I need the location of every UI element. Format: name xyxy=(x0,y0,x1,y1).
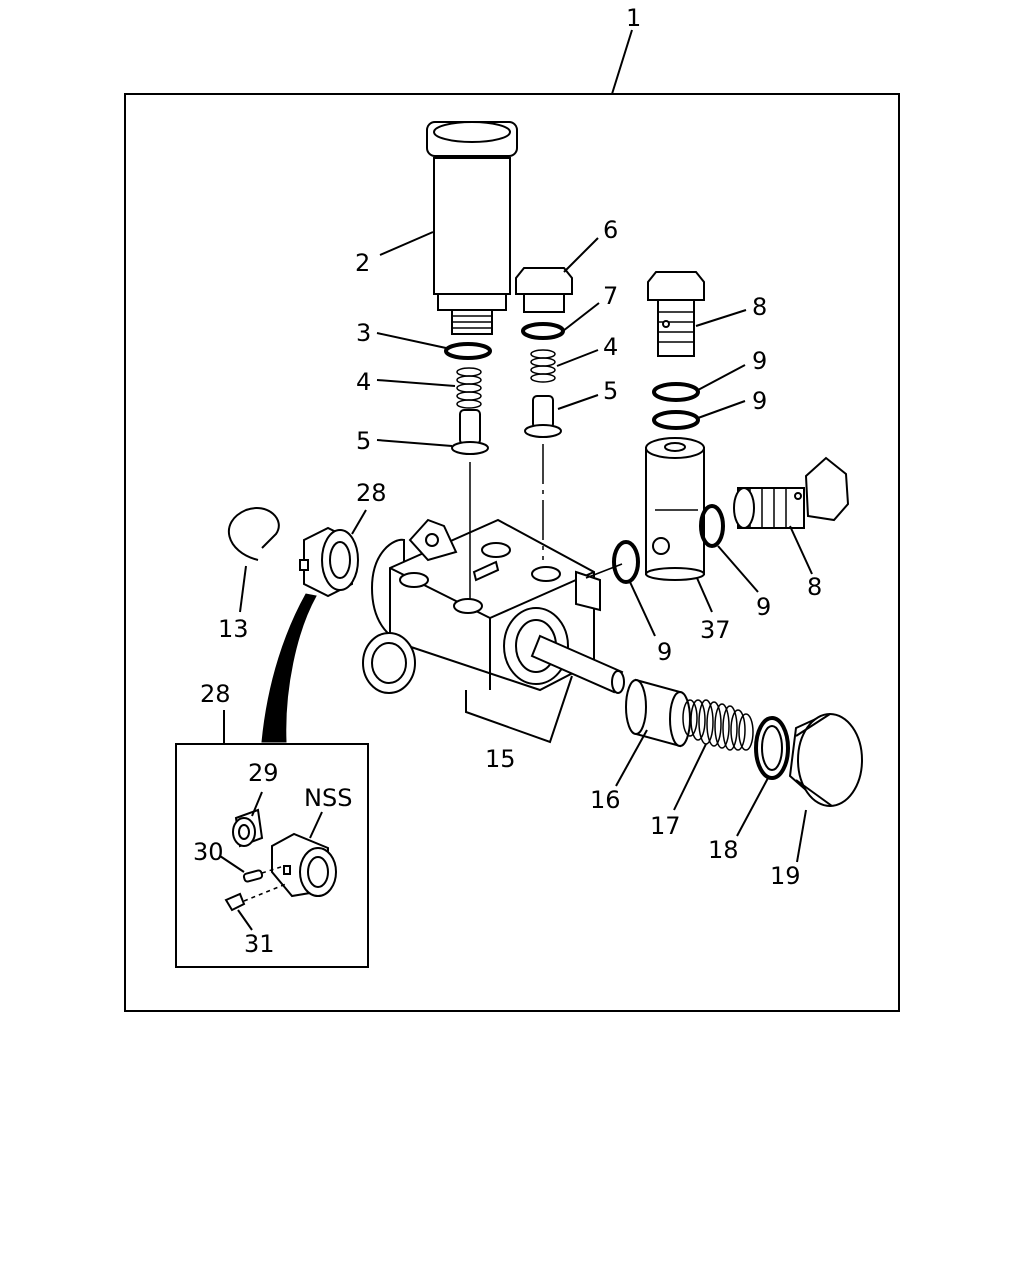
callout-13: 13 xyxy=(218,615,249,643)
callout-nss: NSS xyxy=(304,784,352,812)
cap-nut-part-19 xyxy=(788,713,863,807)
assembly-frame xyxy=(124,93,900,1012)
spring-part-4-left xyxy=(456,367,482,409)
spring-part-4-right xyxy=(530,349,556,383)
filter-bowl-part-2 xyxy=(426,121,518,335)
washer-part-9-b xyxy=(652,410,700,430)
valve-part-5-left xyxy=(451,409,489,455)
spring-part-17 xyxy=(682,699,754,751)
pin-part-30 xyxy=(242,869,264,883)
plunger-rod-part-15 xyxy=(530,634,625,694)
o-ring-part-3 xyxy=(444,342,492,360)
callout-3: 3 xyxy=(356,319,371,347)
washer-part-9-d xyxy=(612,540,640,584)
gasket-part-18 xyxy=(754,716,790,780)
callout-37: 37 xyxy=(700,616,731,644)
callout-29: 29 xyxy=(248,759,279,787)
callout-9-a: 9 xyxy=(752,347,767,375)
banjo-bolt-part-8-top xyxy=(647,271,705,357)
bracket-15 xyxy=(465,675,573,744)
banjo-fitting-part-37 xyxy=(645,437,705,581)
snap-ring-part-13 xyxy=(227,507,280,561)
callout-7: 7 xyxy=(603,282,618,310)
callout-6: 6 xyxy=(603,216,618,244)
callout-5-right: 5 xyxy=(603,377,618,405)
callout-9-d: 9 xyxy=(657,638,672,666)
callout-15: 15 xyxy=(485,745,516,773)
callout-19: 19 xyxy=(770,862,801,890)
callout-17: 17 xyxy=(650,812,681,840)
callout-28-detail: 28 xyxy=(200,680,231,708)
screw-part-31 xyxy=(224,892,246,912)
piston-part-16 xyxy=(625,678,691,748)
centerline-horizontal xyxy=(585,563,623,579)
o-ring-part-7 xyxy=(521,322,565,340)
plug-part-6 xyxy=(515,267,573,313)
leader-1 xyxy=(611,29,633,95)
callout-18: 18 xyxy=(708,836,739,864)
washer-part-9-c xyxy=(699,504,725,548)
callout-2: 2 xyxy=(355,249,370,277)
washer-part-9-a xyxy=(652,382,700,402)
callout-1: 1 xyxy=(626,4,641,32)
callout-9-b: 9 xyxy=(752,387,767,415)
callout-31: 31 xyxy=(244,930,275,958)
sleeve-part-28 xyxy=(299,526,359,598)
callout-5-left: 5 xyxy=(356,427,371,455)
callout-8-top: 8 xyxy=(752,293,767,321)
detail-pointer xyxy=(261,593,317,743)
banjo-bolt-part-8-right xyxy=(733,456,850,529)
callout-4-left: 4 xyxy=(356,368,371,396)
callout-9-c: 9 xyxy=(756,593,771,621)
valve-part-5-right xyxy=(524,395,562,438)
sleeve-nss xyxy=(271,832,337,898)
callout-8-right: 8 xyxy=(807,573,822,601)
callout-16: 16 xyxy=(590,786,621,814)
callout-28-top: 28 xyxy=(356,479,387,507)
callout-4-right: 4 xyxy=(603,333,618,361)
callout-30: 30 xyxy=(193,838,224,866)
bushing-part-29 xyxy=(232,808,264,848)
